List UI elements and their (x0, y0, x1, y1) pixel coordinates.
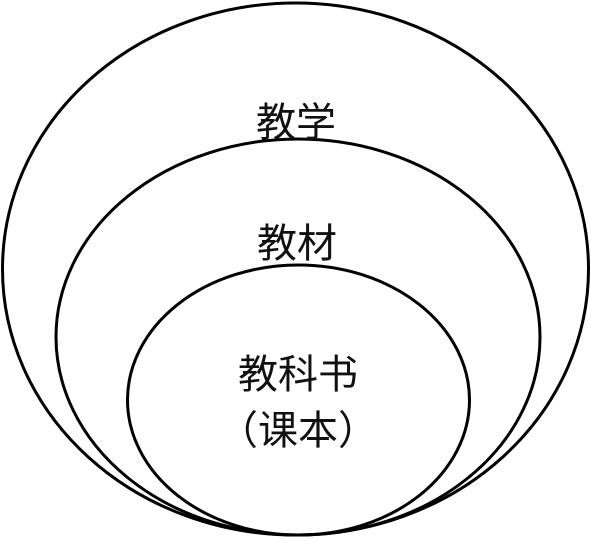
middle-label: 教材 (257, 221, 337, 267)
inner-ellipse-textbook (126, 263, 471, 537)
middle-ellipse-teaching-materials (54, 137, 542, 537)
outer-label: 教学 (256, 100, 336, 146)
inner-label-line1: 教科书 (238, 352, 358, 398)
inner-label-line2: （课本） (218, 408, 378, 454)
